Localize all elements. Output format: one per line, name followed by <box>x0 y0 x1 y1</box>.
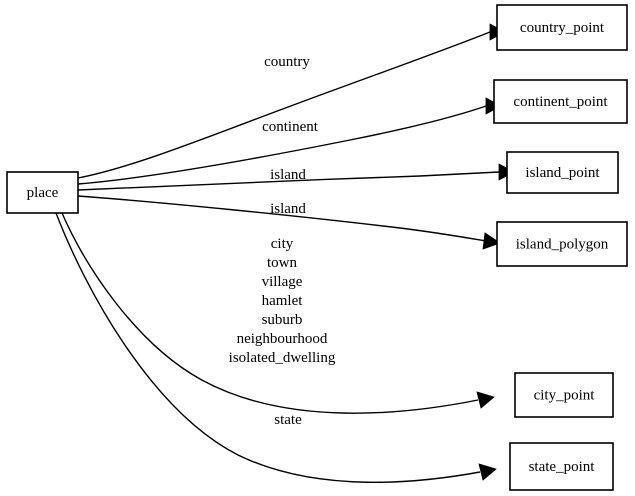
node-place[interactable]: place <box>6 171 79 214</box>
node-island_point[interactable]: island_point <box>506 151 619 194</box>
edge-label-place-to-island_polygon: island <box>270 201 306 217</box>
edge-label-place-to-island_point: island <box>270 167 306 183</box>
edge-label-line: city <box>271 236 294 252</box>
edge-label-line: isolated_dwelling <box>229 350 336 366</box>
edge-line <box>77 195 487 242</box>
edge-label-place-to-state_point: state <box>274 412 302 428</box>
node-label: city_point <box>534 387 596 403</box>
node-box <box>496 221 628 267</box>
node-label: continent_point <box>513 94 608 110</box>
node-box <box>6 171 79 214</box>
arrowhead-icon <box>478 463 497 481</box>
node-country_point[interactable]: country_point <box>496 4 628 51</box>
edge-label-place-to-country_point: country <box>264 54 310 70</box>
edge-label-place-to-continent_point: continent <box>262 119 319 135</box>
arrowhead-icon <box>476 391 495 409</box>
node-island_polygon[interactable]: island_polygon <box>496 221 628 267</box>
edge-line <box>61 212 479 414</box>
node-state_point[interactable]: state_point <box>509 442 614 491</box>
node-city_point[interactable]: city_point <box>514 372 614 418</box>
edge-place-to-state_point <box>55 212 497 483</box>
edge-line <box>77 171 500 191</box>
edge-label-line: town <box>267 255 298 271</box>
edge-place-to-city_point <box>61 212 495 414</box>
edge-label-line: village <box>262 274 303 290</box>
edge-place-to-country_point <box>77 23 506 179</box>
node-label: place <box>27 185 59 201</box>
arrowhead-icon <box>482 232 501 250</box>
edge-label-place-to-city_point: city town village hamlet suburb neighbourhood… <box>229 236 336 366</box>
edges-layer <box>55 23 515 483</box>
node-label: island_point <box>525 165 600 181</box>
edge-line <box>55 212 481 483</box>
edge-label-line: neighbourhood <box>237 331 328 347</box>
node-box <box>506 151 619 194</box>
node-label: country_point <box>520 20 605 36</box>
node-label: island_polygon <box>516 236 609 252</box>
node-label: state_point <box>529 459 596 475</box>
nodes-layer: place country_point continent_point island_… <box>6 4 628 491</box>
node-box <box>509 442 614 491</box>
edge-place-to-island_polygon <box>77 195 501 250</box>
edge-label-line: suburb <box>262 312 303 328</box>
node-box <box>496 4 628 51</box>
edge-line <box>77 105 487 185</box>
edge-line <box>77 31 491 179</box>
node-continent_point[interactable]: continent_point <box>493 79 628 124</box>
node-box <box>493 79 628 124</box>
edge-labels-layer: country continent island island city town vill… <box>229 54 336 428</box>
edge-label-line: hamlet <box>262 293 304 309</box>
node-box <box>514 372 614 418</box>
